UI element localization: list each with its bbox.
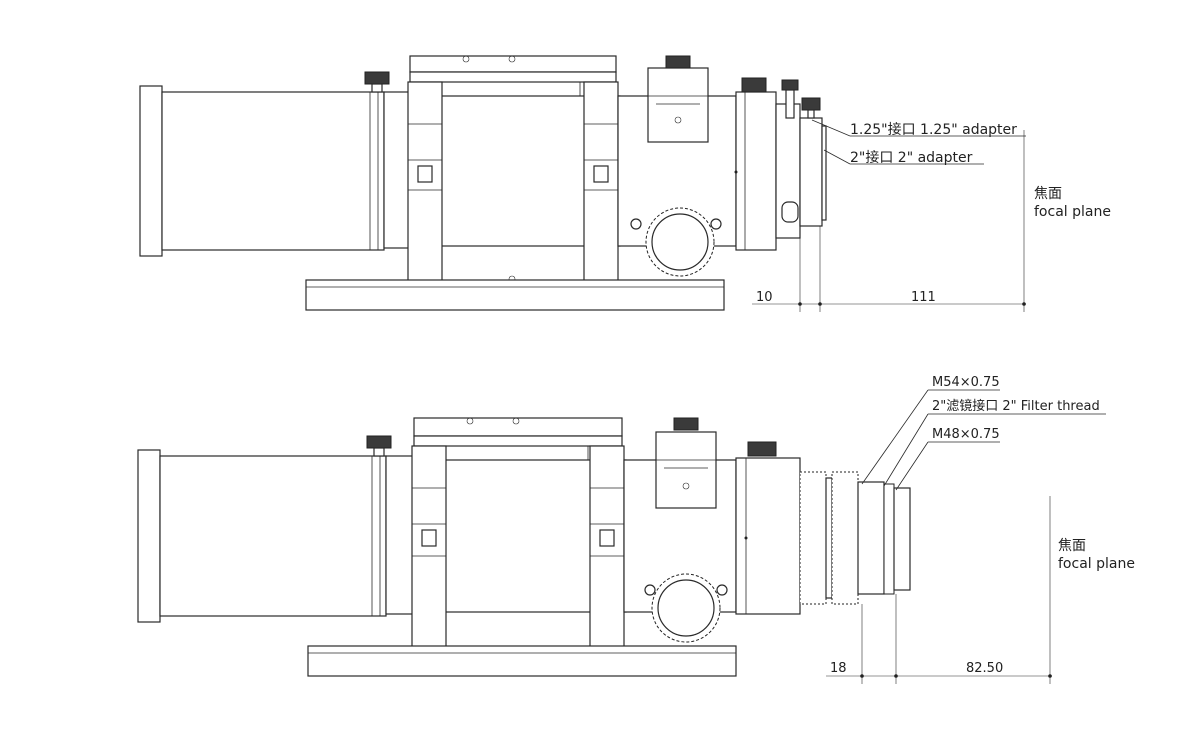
dimension-18: 18 xyxy=(830,661,847,676)
rotator-knob xyxy=(747,441,777,457)
m48-ring xyxy=(893,487,911,591)
rotator-ring xyxy=(735,457,801,615)
callout-2-adapter: 2"接口 2" adapter xyxy=(850,149,973,166)
dew-shield-knob xyxy=(366,435,392,449)
adapter-screw-bottom xyxy=(781,201,799,223)
focal-plane-label-en: focal plane xyxy=(1058,556,1135,572)
carry-handle xyxy=(409,55,617,73)
objective-cell xyxy=(383,91,411,249)
adapter-screw-mid xyxy=(801,97,821,111)
dew-shield xyxy=(159,455,387,617)
finder-screw xyxy=(665,55,691,69)
objective-cell xyxy=(385,455,415,615)
two-inch-adapter xyxy=(799,117,823,227)
callout-filter-thread: 2"滤镜接口 2" Filter thread xyxy=(932,398,1100,414)
telescope-bottom-view xyxy=(137,389,1106,684)
adapter-screw-top xyxy=(781,79,799,91)
focal-plane-label-zh: 焦面 xyxy=(1034,186,1062,202)
focal-plane-label-en: focal plane xyxy=(1034,204,1111,220)
dimension-10: 10 xyxy=(756,290,773,305)
tube-ring-front xyxy=(411,445,447,649)
carry-handle xyxy=(413,417,623,437)
rotator-knob xyxy=(741,77,767,93)
callout-m54: M54×0.75 xyxy=(932,375,1000,390)
tube-ring-rear xyxy=(589,445,625,649)
callout-m48: M48×0.75 xyxy=(932,427,1000,442)
dovetail-bar xyxy=(305,279,725,311)
dew-shield-lip xyxy=(137,449,161,623)
knurled-ring-1 xyxy=(799,471,827,605)
finder-shoe xyxy=(647,67,709,143)
telescope-top-view xyxy=(139,55,1026,312)
m48-thread xyxy=(883,483,895,595)
knurled-ring-2 xyxy=(831,471,859,605)
focal-plane-label-zh: 焦面 xyxy=(1058,538,1086,554)
callout-125-adapter: 1.25"接口 1.25" adapter xyxy=(850,121,1017,138)
finder-shoe xyxy=(655,431,717,509)
rotator-ring xyxy=(735,91,777,251)
dimension-82-50: 82.50 xyxy=(966,661,1003,676)
dimension-111: 111 xyxy=(911,290,936,305)
dew-shield-knob xyxy=(364,71,390,85)
finder-screw xyxy=(673,417,699,431)
dew-shield-lip xyxy=(139,85,163,257)
dovetail-bar xyxy=(307,645,737,677)
filter-thread-adapter xyxy=(857,481,885,595)
dew-shield xyxy=(161,91,385,251)
